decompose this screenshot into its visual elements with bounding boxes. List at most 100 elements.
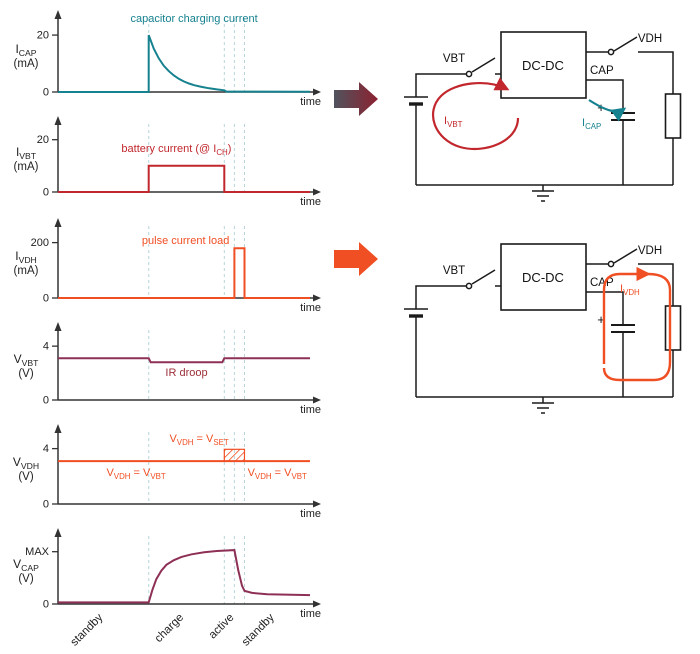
vbt-label: VBT bbox=[443, 53, 465, 65]
trace-annotation: VVDH = VSET bbox=[169, 433, 228, 447]
switch-vdh-lever bbox=[613, 248, 638, 264]
vdh-label: VDH bbox=[638, 245, 662, 257]
circuit-wires bbox=[415, 36, 674, 186]
x-axis-arrow-icon bbox=[313, 294, 321, 302]
current-arrow-icap bbox=[588, 99, 627, 122]
converter-box bbox=[500, 243, 587, 311]
switch-vbt-node bbox=[465, 282, 473, 290]
trace-annotation: VVDH = VVBT bbox=[106, 467, 165, 481]
x-axis-arrow-icon bbox=[313, 188, 321, 196]
converter-box bbox=[500, 31, 587, 99]
y-axis-label: VCAP bbox=[13, 557, 39, 573]
y-tick-label: 0 bbox=[43, 599, 49, 611]
ground-symbol bbox=[532, 185, 554, 202]
wire-battery-to-switch bbox=[415, 285, 466, 309]
trace-annotation: IR droop bbox=[165, 367, 207, 379]
y-axis-unit: (V) bbox=[18, 368, 34, 380]
current-loop-ivdh-return bbox=[602, 272, 672, 382]
y-axis-label: VVDH bbox=[13, 455, 39, 471]
y-axis-arrow-icon bbox=[54, 322, 62, 331]
capacitor-symbol bbox=[611, 324, 635, 333]
regulation-hatch-region bbox=[223, 448, 246, 462]
y-axis-arrow-icon bbox=[54, 10, 62, 19]
circuit-wires bbox=[415, 248, 674, 398]
ivbt-trace bbox=[58, 164, 310, 193]
trace-annotation: VVDH = VVBT bbox=[248, 467, 307, 481]
flow-arrow-discharge bbox=[334, 242, 378, 276]
wire-vdh-to-load bbox=[638, 51, 674, 94]
ground-symbol bbox=[532, 397, 554, 414]
switch-vdh-node bbox=[607, 260, 615, 268]
time-axis-label: time bbox=[300, 302, 321, 314]
load-resistor bbox=[664, 305, 682, 351]
circuit-discharge: DC-DC VBT VDH CAP + IVDH bbox=[404, 243, 682, 414]
icap-label: ICAP bbox=[582, 117, 601, 131]
vvbt-trace bbox=[58, 357, 310, 364]
switch-vdh-lever bbox=[613, 36, 638, 52]
switch-vbt-node bbox=[465, 70, 473, 78]
time-axis-label: time bbox=[300, 608, 321, 620]
phase-label-standby: standby bbox=[69, 611, 106, 648]
y-tick-label: 4 bbox=[43, 443, 49, 455]
y-axis-arrow-icon bbox=[54, 424, 62, 433]
wire-cap-branch bbox=[586, 291, 624, 325]
vbt-label: VBT bbox=[443, 265, 465, 277]
vdh-label: VDH bbox=[638, 33, 662, 45]
phase-label-standby: standby bbox=[240, 611, 277, 648]
trace-annotation: capacitor charging current bbox=[130, 13, 257, 25]
battery-symbol bbox=[404, 96, 428, 106]
cap-label: CAP bbox=[590, 65, 614, 77]
phase-label-active: active bbox=[207, 612, 237, 642]
ivdh-trace bbox=[58, 247, 310, 299]
x-axis-arrow-icon bbox=[313, 600, 321, 608]
time-axis-label: time bbox=[300, 404, 321, 416]
y-tick-label: MAX bbox=[25, 546, 50, 558]
ivbt-label: IVBT bbox=[444, 115, 463, 129]
y-axis-label: IVDH bbox=[15, 249, 37, 265]
y-tick-label: 4 bbox=[43, 341, 49, 353]
y-tick-label: 20 bbox=[37, 134, 49, 146]
y-axis-unit: (V) bbox=[18, 471, 34, 483]
capacitor-symbol bbox=[611, 112, 635, 121]
y-axis-arrow-icon bbox=[54, 116, 62, 125]
ivdh-label: IVDH bbox=[620, 283, 640, 297]
time-axis-label: time bbox=[300, 96, 321, 108]
time-axis-label: time bbox=[300, 508, 321, 520]
y-axis-unit: (mA) bbox=[14, 58, 39, 70]
y-axis-unit: (mA) bbox=[14, 161, 39, 173]
circuit-charging: DC-DC VBT VDH CAP + IVBT ICAP bbox=[404, 31, 682, 202]
load-resistor bbox=[664, 93, 682, 139]
y-tick-label: 20 bbox=[37, 30, 49, 42]
wire-battery-to-switch bbox=[415, 73, 466, 97]
icap-trace bbox=[58, 34, 311, 93]
y-tick-label: 0 bbox=[43, 395, 49, 407]
wire-cap-branch bbox=[586, 79, 624, 113]
trace-annotation: battery current (@ ICH) bbox=[121, 143, 231, 157]
current-loop-ivbt bbox=[431, 77, 520, 151]
arrow-shape bbox=[334, 242, 378, 276]
y-axis-unit: (V) bbox=[18, 573, 34, 585]
y-tick-label: 200 bbox=[31, 237, 49, 249]
y-axis-unit: (mA) bbox=[14, 265, 39, 277]
y-tick-label: 0 bbox=[43, 87, 49, 99]
x-axis-arrow-icon bbox=[313, 88, 321, 96]
battery-symbol bbox=[404, 308, 428, 318]
cap-plus-sign: + bbox=[597, 312, 605, 327]
x-axis-arrow-icon bbox=[313, 500, 321, 508]
y-axis-label: IVBT bbox=[16, 145, 37, 161]
converter-label: DC-DC bbox=[522, 58, 564, 73]
wire-vdh-to-load bbox=[638, 263, 674, 306]
switch-vdh-node bbox=[607, 48, 615, 56]
switch-vbt-lever bbox=[471, 57, 496, 73]
flow-arrow-charging bbox=[334, 82, 378, 116]
y-axis-arrow-icon bbox=[54, 218, 62, 227]
phase-label-charge: charge bbox=[153, 612, 186, 645]
y-tick-label: 0 bbox=[43, 187, 49, 199]
y-axis-label: VVBT bbox=[14, 352, 40, 368]
